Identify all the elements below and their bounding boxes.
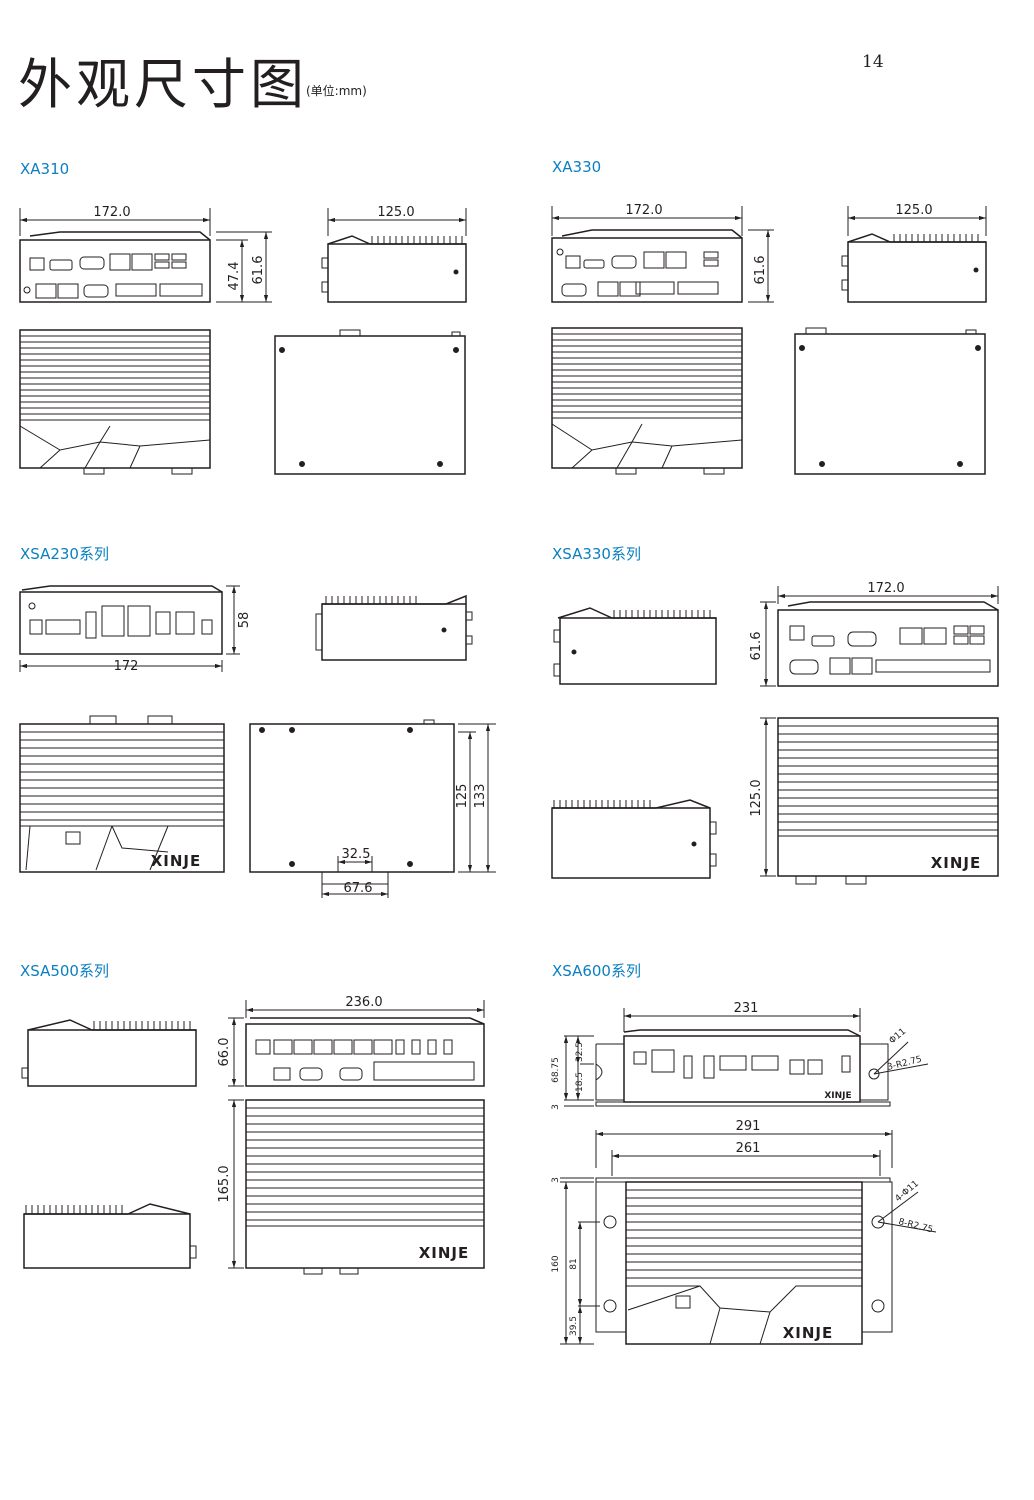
xa330-height-label: 61.6 — [753, 256, 768, 285]
xsa230-tab-b-label: 67.6 — [344, 881, 373, 896]
xsa600-top3-label: 3 — [551, 1177, 561, 1183]
xsa230-side-view — [315, 594, 473, 661]
page-title: 外观尺寸图 — [18, 53, 308, 116]
xsa600-front-logo: XINJE — [824, 1091, 851, 1101]
unit-note: (单位:mm) — [306, 84, 367, 98]
xsa600-width-label: 231 — [734, 1001, 759, 1016]
xa330-side-view: 125.0 — [841, 203, 987, 303]
xsa230-front-view: 172 58 — [19, 585, 252, 674]
section-title-xsa230: XSA230系列 — [20, 545, 109, 563]
xa330-width-label: 172.0 — [625, 203, 662, 218]
xa310-height-inner-label: 47.4 — [227, 262, 242, 291]
xa330-bottom-view — [794, 327, 986, 475]
xsa600-front-view: 231 XINJE 68.75 32.5 18.5 3 Φ11 3-R2.75 — [551, 1001, 929, 1110]
xsa600-d1-label: 81 — [569, 1258, 579, 1269]
xa310-front-view: 172.0 47.4 61.6 — [19, 205, 272, 303]
xsa330-logo: XINJE — [931, 854, 982, 872]
xsa500-side-view — [21, 1019, 197, 1087]
xsa330-front-view: 172.0 61.6 — [749, 581, 999, 687]
xsa230-bottom-view: 125 133 32.5 67.6 — [249, 719, 496, 898]
xa310-side-view: 125.0 — [321, 205, 467, 303]
xsa330-side-view-2 — [551, 799, 717, 879]
xa330-top-view — [551, 327, 743, 475]
xa310-bottom-view — [274, 329, 466, 475]
section-title-xa330: XA330 — [552, 158, 602, 176]
xsa500-logo: XINJE — [419, 1244, 470, 1262]
xsa330-top-view: XINJE 125.0 — [749, 717, 999, 885]
xsa600-slot2-label: 8-R2.75 — [897, 1217, 934, 1235]
xsa600-width-inner-label: 261 — [736, 1141, 761, 1156]
section-title-xa310: XA310 — [20, 160, 70, 178]
xsa600-h2-label: 18.5 — [575, 1072, 585, 1092]
xsa600-depth-label: 160 — [551, 1255, 561, 1272]
xsa600-width-total-label: 291 — [736, 1119, 761, 1134]
xsa500-depth-label: 165.0 — [217, 1165, 232, 1202]
xsa230-height-label: 58 — [237, 612, 252, 629]
xsa600-h1-label: 32.5 — [575, 1042, 585, 1062]
xsa600-logo: XINJE — [783, 1324, 834, 1342]
xsa330-height-label: 61.6 — [749, 632, 764, 661]
xsa500-width-label: 236.0 — [345, 995, 382, 1010]
xsa600-d2-label: 39.5 — [569, 1316, 579, 1336]
section-title-xsa330: XSA330系列 — [552, 545, 641, 563]
section-title-xsa500: XSA500系列 — [20, 962, 109, 980]
xsa500-front-view: 236.0 66.0 — [217, 995, 485, 1087]
xa310-width-label: 172.0 — [93, 205, 130, 220]
xsa500-height-label: 66.0 — [217, 1038, 232, 1067]
xsa600-height-total-label: 68.75 — [551, 1057, 561, 1083]
xsa600-base-label: 3 — [551, 1104, 561, 1110]
xsa230-top-view: XINJE — [19, 715, 225, 873]
xa330-front-view: 172.0 61.6 — [551, 203, 774, 303]
xsa230-logo: XINJE — [151, 852, 202, 870]
xsa230-width-label: 172 — [114, 659, 139, 674]
xa330-side-width-label: 125.0 — [895, 203, 932, 218]
xsa230-tab-a-label: 32.5 — [342, 847, 371, 862]
xa310-side-width-label: 125.0 — [377, 205, 414, 220]
page-number: 14 — [862, 52, 884, 72]
xsa330-width-label: 172.0 — [867, 581, 904, 596]
xa310-top-view — [19, 329, 211, 475]
xa310-height-label: 61.6 — [251, 256, 266, 285]
xsa230-depth-a-label: 125 — [455, 784, 470, 809]
xsa500-side-view-2 — [23, 1203, 197, 1269]
xsa600-top-view: 291 261 XINJE 3 160 81 39.5 4-Φ11 8-R2.7… — [551, 1119, 937, 1345]
xsa330-side-view — [553, 607, 717, 685]
xsa230-depth-b-label: 133 — [473, 784, 488, 809]
section-title-xsa600: XSA600系列 — [552, 962, 641, 980]
xsa600-hole1-label: Φ11 — [888, 1027, 909, 1047]
xsa330-depth-label: 125.0 — [749, 779, 764, 816]
xsa500-top-view: XINJE 165.0 — [217, 1099, 485, 1275]
